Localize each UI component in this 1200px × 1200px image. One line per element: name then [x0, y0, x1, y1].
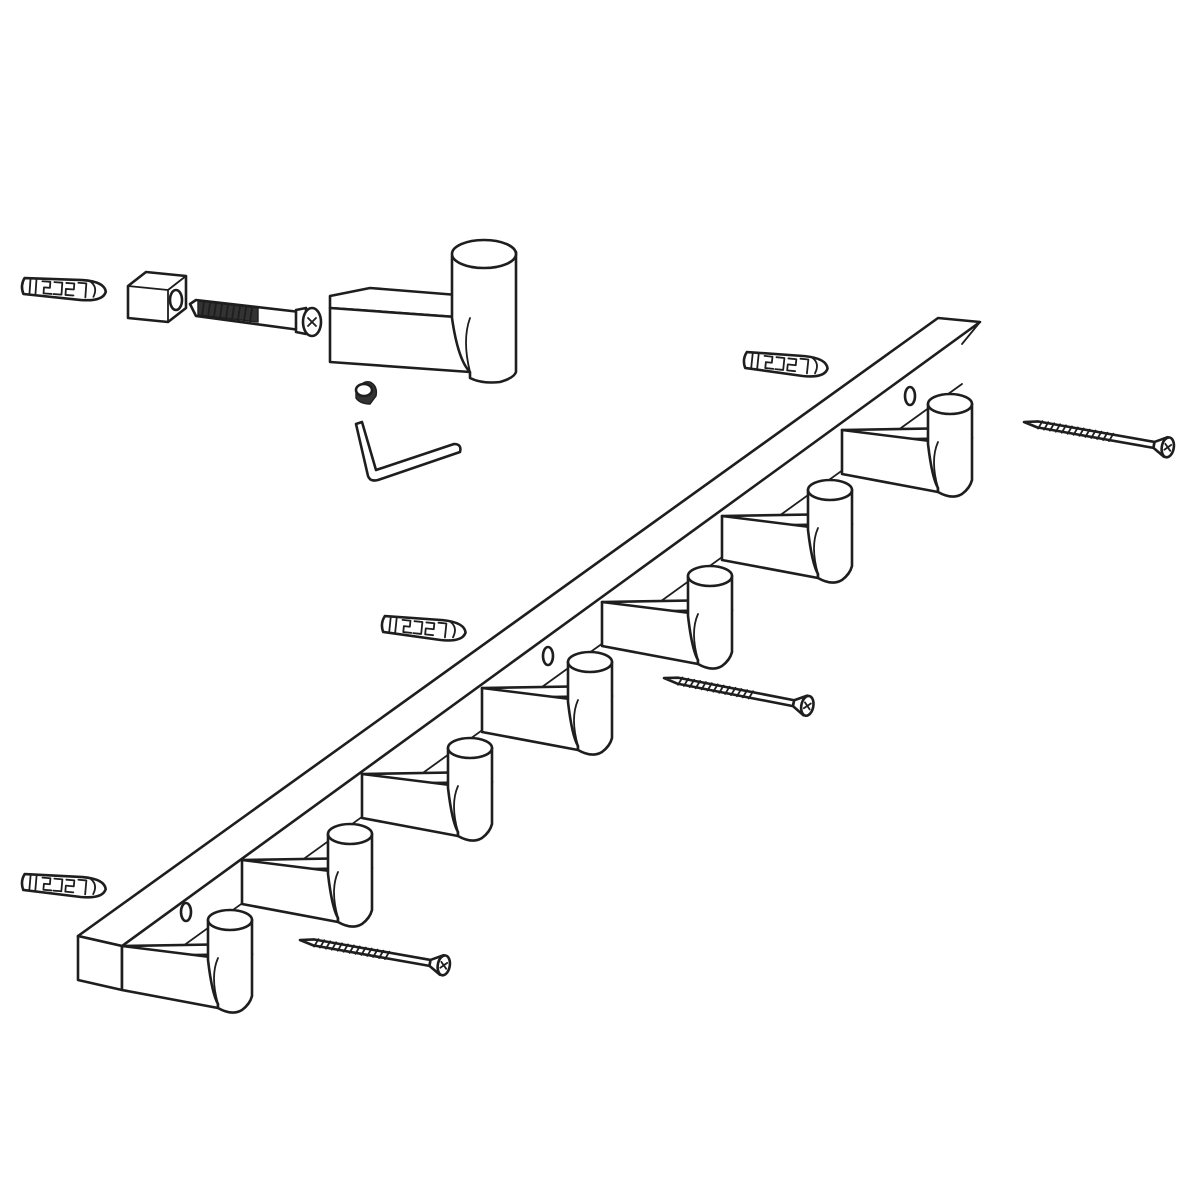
wall-anchor-icon — [379, 612, 468, 644]
grub-screw-icon — [354, 381, 378, 405]
hook-icon — [240, 822, 374, 928]
mounting-hole-icon — [179, 901, 193, 923]
hook-icon — [480, 650, 614, 756]
exploded-parts-group — [20, 238, 518, 482]
wall-anchor-icon — [19, 870, 108, 901]
mounting-hole-icon — [903, 385, 917, 407]
long-screw-icon — [296, 928, 453, 978]
rail-end-face — [76, 934, 124, 992]
hook-rail — [76, 316, 982, 992]
allen-key-icon — [354, 420, 462, 482]
wall-anchor-icon — [741, 348, 830, 380]
mounting-hole-icon — [541, 645, 555, 667]
bolt-icon — [188, 298, 323, 338]
hook-icon — [360, 736, 494, 842]
square-nut-icon — [126, 270, 188, 324]
rail-far-edge — [961, 321, 981, 345]
single-hook-icon — [328, 238, 518, 384]
rail-top-face — [76, 316, 982, 948]
long-screw-icon — [660, 666, 817, 719]
hook-icon — [120, 908, 254, 1014]
hook-icon — [720, 478, 854, 584]
hook-icon — [600, 564, 734, 670]
hooks-group — [120, 392, 974, 1014]
long-screw-icon — [1020, 410, 1177, 460]
wall-anchor-icon — [20, 274, 108, 303]
hook-icon — [840, 392, 974, 498]
